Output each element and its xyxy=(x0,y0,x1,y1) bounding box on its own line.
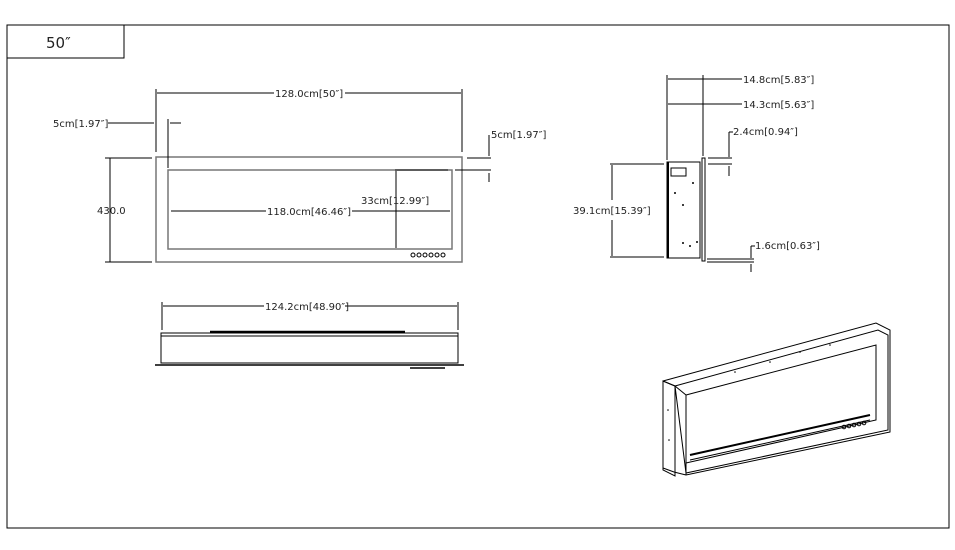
body-depth-label: 14.3cm[5.63″] xyxy=(743,100,814,111)
total-depth-label: 14.8cm[5.83″] xyxy=(743,75,814,86)
isometric-view xyxy=(662,322,891,477)
side-view: 14.8cm[5.83″] 14.3cm[5.63″] 2.4cm[0.94″]… xyxy=(573,75,820,272)
top-flange-label: 2.4cm[0.94″] xyxy=(733,127,798,138)
left-margin-label: 5cm[1.97″] xyxy=(53,119,109,130)
top-width-label: 124.2cm[48.90″] xyxy=(265,302,349,313)
drawing-border xyxy=(6,24,950,529)
bottom-flange-label: 1.6cm[0.63″] xyxy=(755,241,820,252)
overall-width-label: 128.0cm[50″] xyxy=(275,89,343,100)
front-outer-frame xyxy=(155,156,463,263)
front-view: 128.0cm[50″] 5cm[1.97″] 5cm[1.97″] 430.0… xyxy=(53,89,547,263)
side-height-label: 39.1cm[15.39″] xyxy=(573,206,651,217)
height-label: 430.0 xyxy=(97,206,126,217)
top-view: 124.2cm[48.90″] xyxy=(155,302,464,369)
inner-height-label: 33cm[12.99″] xyxy=(361,196,429,207)
inner-width-label: 118.0cm[46.46″] xyxy=(267,207,351,218)
control-buttons xyxy=(410,252,446,258)
size-title: 50″ xyxy=(46,34,71,52)
title-box xyxy=(6,24,125,59)
top-margin-label: 5cm[1.97″] xyxy=(491,130,547,141)
front-glass-opening xyxy=(167,169,453,250)
